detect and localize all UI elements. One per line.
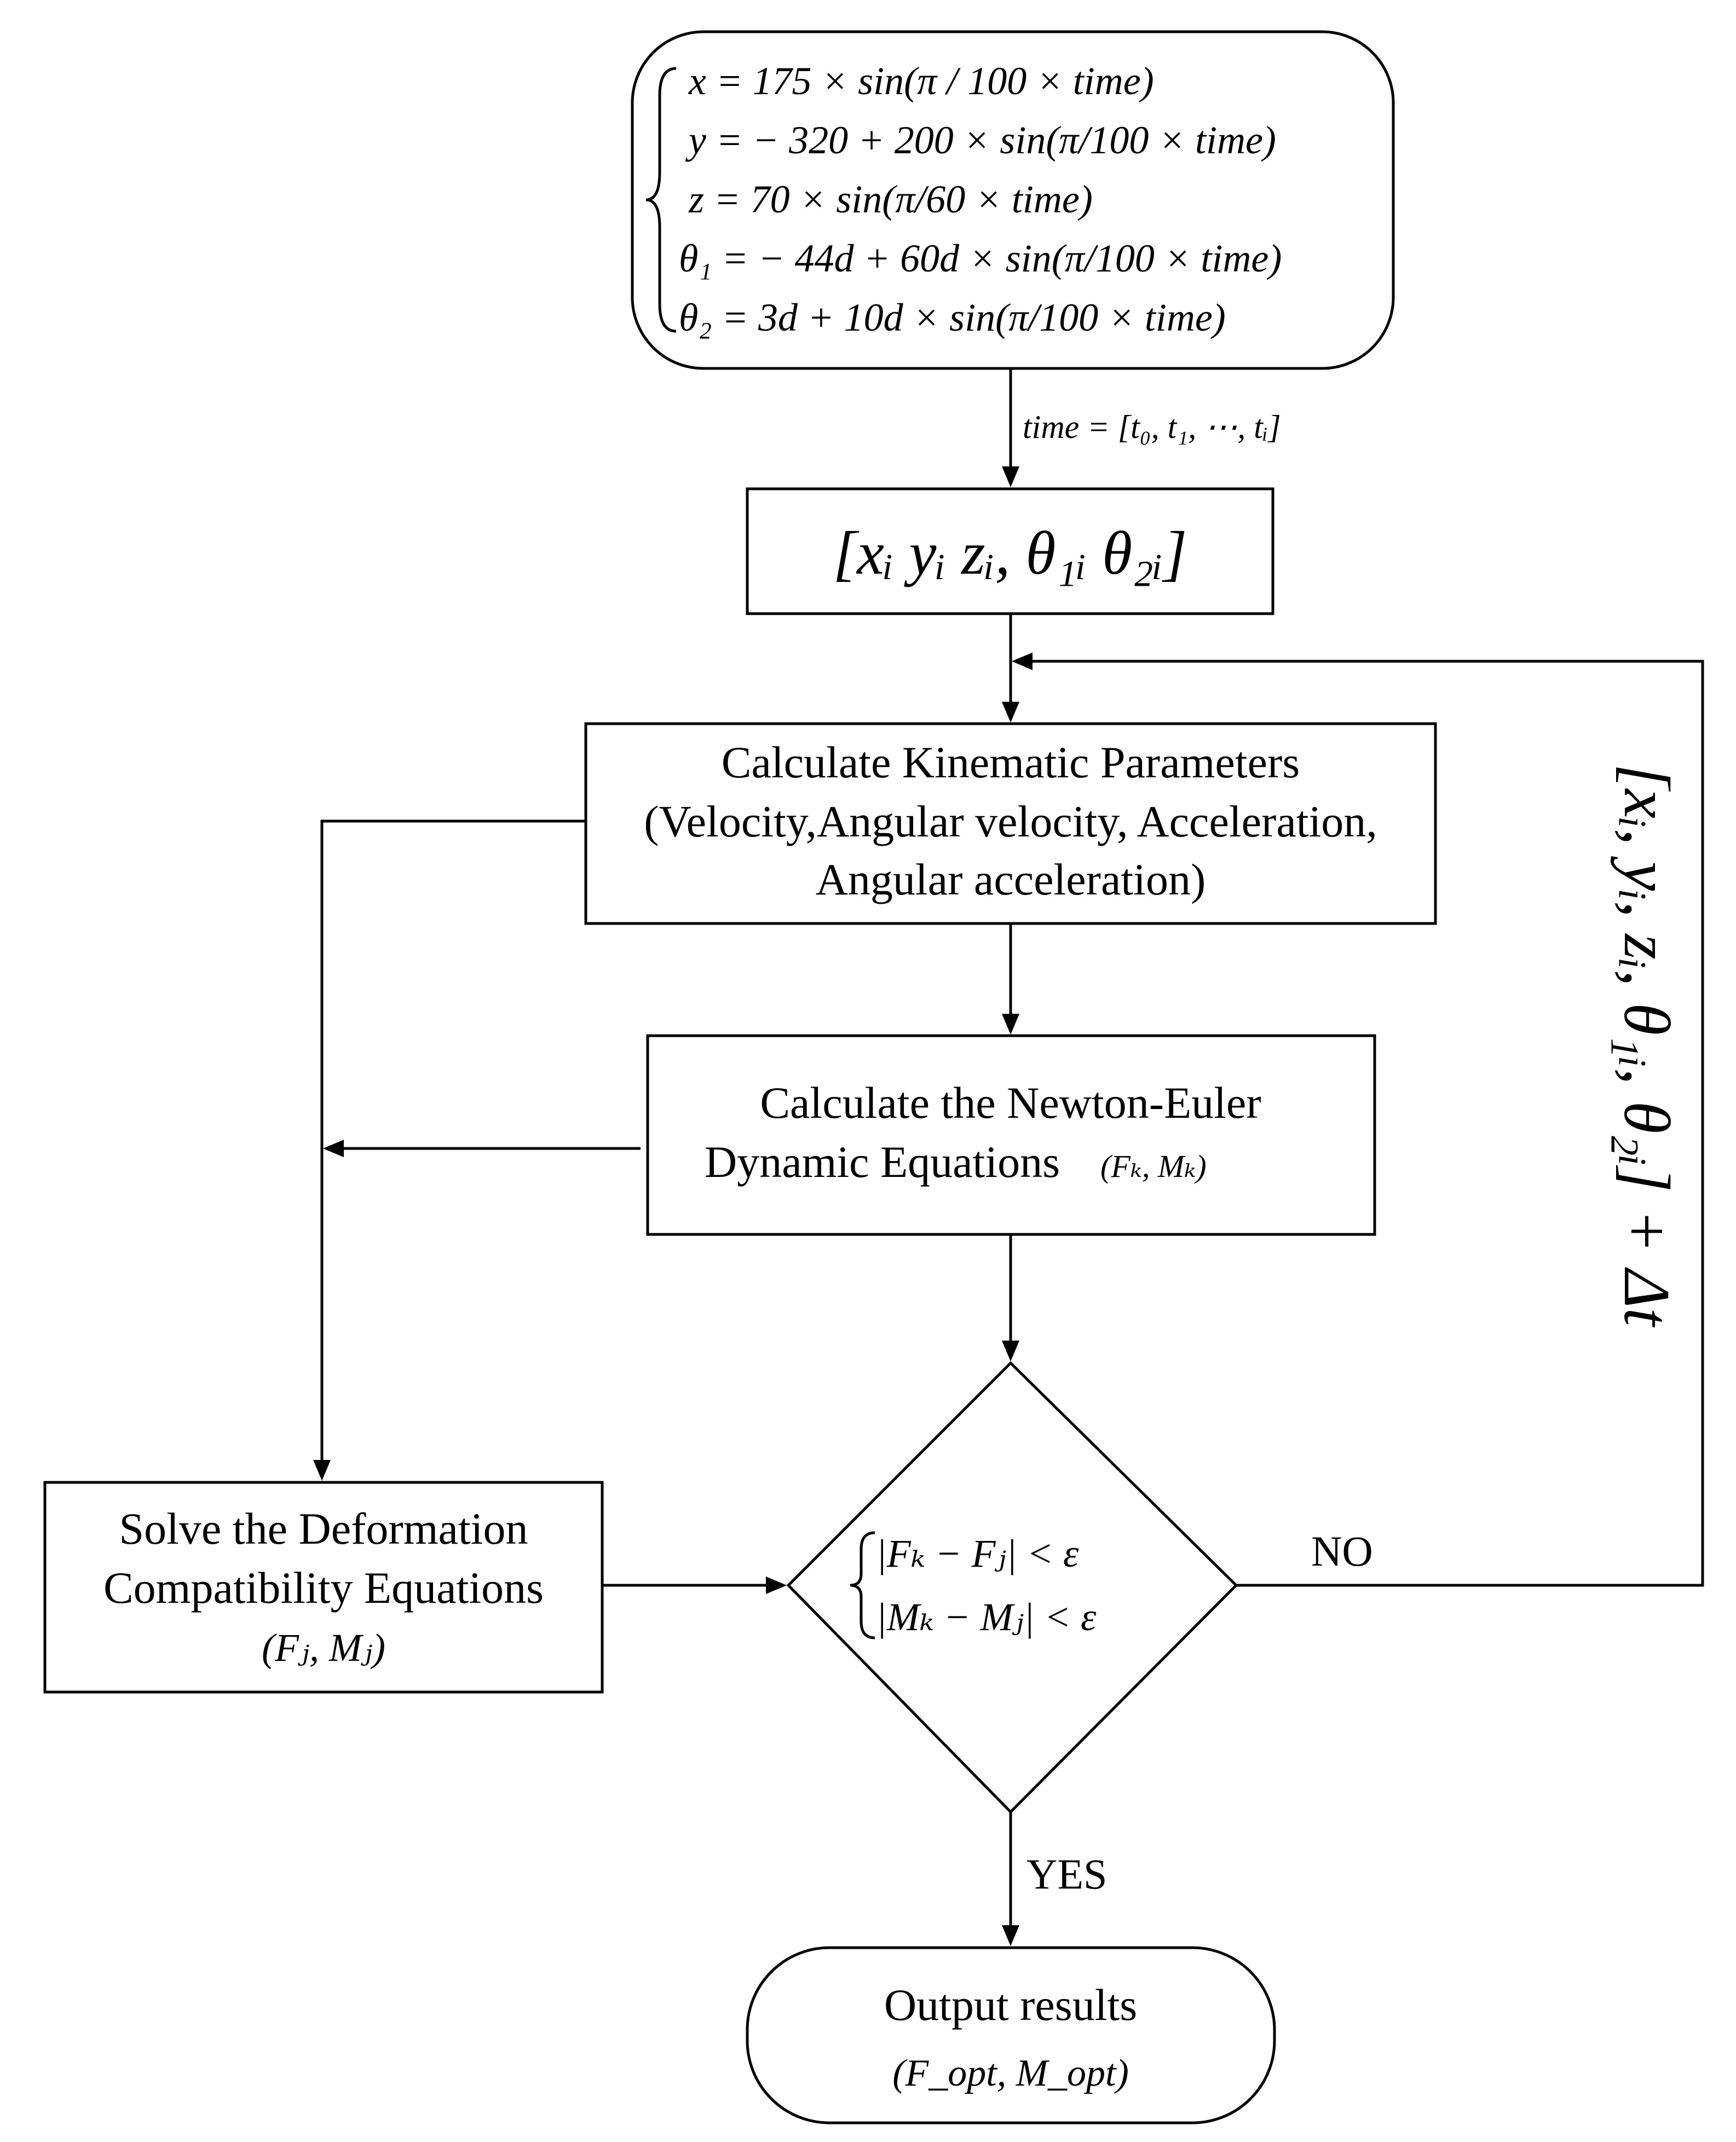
newton-euler-vars: (Fₖ, Mₖ) xyxy=(1100,1148,1207,1184)
decision-condition-1: |Fₖ − Fⱼ| < ε xyxy=(876,1532,1079,1575)
output-node: Output results (F_opt, M_opt) xyxy=(746,1946,1276,2124)
output-vars: (F_opt, M_opt) xyxy=(892,2052,1129,2094)
equation-line-2: y = − 320 + 200 × sin(π/100 × time) xyxy=(685,118,1276,162)
deformation-line-2: Compatibility Equations xyxy=(103,1563,544,1613)
input-equations-node: x = 175 × sin(π / 100 × time) y = − 320 … xyxy=(631,30,1395,370)
deformation-node: Solve the Deformation Compatibility Equa… xyxy=(43,1481,604,1694)
arrow-input-to-state xyxy=(1002,368,1019,487)
kinematics-line-2: (Velocity,Angular velocity, Acceleration… xyxy=(644,796,1377,846)
equation-line-3: z = 70 × sin(π/60 × time) xyxy=(688,177,1093,221)
kinematics-line-1: Calculate Kinematic Parameters xyxy=(722,737,1300,787)
time-label: time = [t₀, t₁, ⋯, tᵢ] xyxy=(1023,409,1281,445)
decision-brace xyxy=(850,1531,875,1639)
left-brace xyxy=(645,67,677,333)
edge-no-loop xyxy=(1012,653,1704,1587)
arrow-state-to-kinematics xyxy=(1002,614,1019,723)
arrow-newton-to-decision xyxy=(1002,1234,1019,1361)
kinematics-line-3: Angular acceleration) xyxy=(816,855,1206,904)
decision-condition-2: |Mₖ − Mⱼ| < ε xyxy=(876,1595,1097,1639)
decision-node: |Fₖ − Fⱼ| < ε |Mₖ − Mⱼ| < ε xyxy=(786,1361,1238,1814)
state-vector-node: [xᵢ yᵢ zᵢ, θ₁ᵢ θ₂ᵢ] xyxy=(746,487,1274,615)
yes-label: YES xyxy=(1026,1850,1107,1898)
equation-line-4: θ₁ = − 44d + 60d × sin(π/100 × time) xyxy=(679,236,1282,280)
kinematics-node: Calculate Kinematic Parameters (Velocity… xyxy=(584,722,1437,925)
deformation-vars: (Fⱼ, Mⱼ) xyxy=(262,1626,385,1670)
newton-euler-node: Calculate the Newton-Euler Dynamic Equat… xyxy=(646,1034,1376,1236)
arrow-decision-to-output xyxy=(1002,1812,1019,1946)
edge-newton-to-left xyxy=(323,1140,641,1157)
arrow-kinematics-to-newton xyxy=(1002,923,1019,1035)
output-label: Output results xyxy=(884,1980,1137,2030)
deformation-line-1: Solve the Deformation xyxy=(119,1504,528,1554)
no-label: NO xyxy=(1311,1527,1373,1575)
equation-line-1: x = 175 × sin(π / 100 × time) xyxy=(688,59,1154,103)
equation-line-5: θ₂ = 3d + 10d × sin(π/100 × time) xyxy=(679,296,1226,339)
newton-euler-line-1: Calculate the Newton-Euler xyxy=(760,1078,1261,1128)
newton-euler-line-2: Dynamic Equations xyxy=(705,1137,1060,1187)
edge-kinematics-to-deformation xyxy=(313,819,586,1481)
loop-label: [xᵢ, yᵢ, zᵢ, θ₁ᵢ, θ₂ᵢ] + Δt xyxy=(1611,764,1683,1327)
arrow-deformation-to-decision xyxy=(602,1577,787,1594)
state-vector-text: [xᵢ yᵢ zᵢ, θ₁ᵢ θ₂ᵢ] xyxy=(833,519,1187,587)
